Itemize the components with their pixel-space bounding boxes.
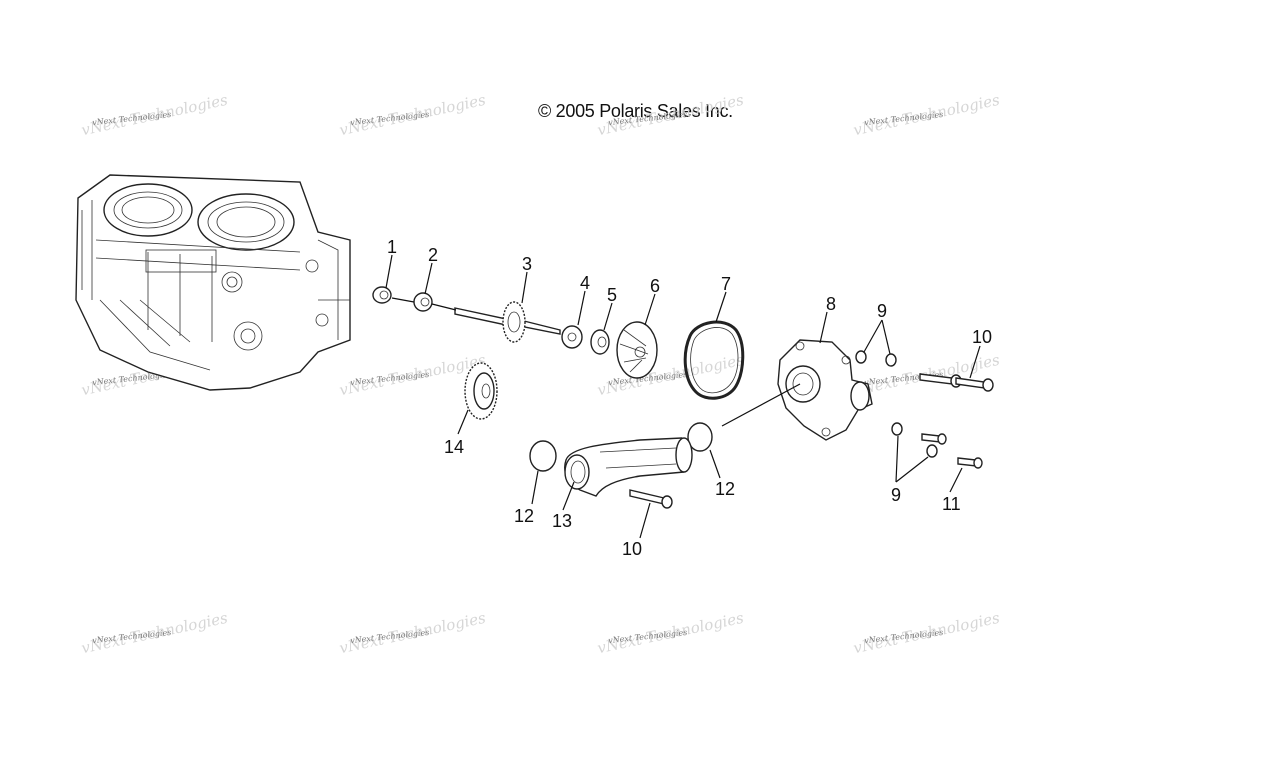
- part-5-seal: [590, 329, 610, 355]
- part-2-bearing: [413, 292, 433, 312]
- callout-6: 6: [650, 276, 660, 296]
- callout-7: 7: [721, 274, 731, 294]
- part-9-washers-lower: [891, 422, 938, 458]
- part-14-gear: [464, 362, 498, 420]
- engine-block: [75, 174, 351, 391]
- callout-9-upper: 9: [877, 301, 887, 321]
- callout-12-left: 12: [514, 506, 534, 526]
- copyright-notice: © 2005 Polaris Sales Inc.: [538, 101, 733, 121]
- callout-1: 1: [387, 237, 397, 257]
- part-6-impeller: [616, 321, 658, 379]
- callout-2: 2: [428, 245, 438, 265]
- callout-3: 3: [522, 254, 532, 274]
- part-10-bolt-lower: [629, 489, 673, 509]
- part-8-pump-cover: [777, 339, 873, 441]
- callout-11: 11: [942, 494, 961, 514]
- part-9-washers-upper: [855, 350, 897, 367]
- part-13-elbow-hose: [564, 437, 693, 497]
- part-4-washer: [561, 325, 583, 349]
- callout-10-lower: 10: [622, 539, 642, 559]
- callout-5: 5: [607, 285, 617, 305]
- callout-8: 8: [826, 294, 836, 314]
- part-10-bolts-upper: [919, 373, 994, 392]
- part-1-bushing: [372, 286, 392, 304]
- callout-14: 14: [444, 437, 464, 457]
- leader-lines: [385, 254, 981, 539]
- callout-9-lower: 9: [891, 485, 901, 505]
- callout-13: 13: [552, 511, 572, 531]
- callout-12-right: 12: [715, 479, 735, 499]
- part-11-bolts: [921, 433, 983, 469]
- callout-10-upper: 10: [972, 327, 992, 347]
- part-3-pump-shaft: [454, 301, 561, 343]
- callout-4: 4: [580, 273, 590, 293]
- part-7-gasket: [683, 320, 745, 400]
- callout-labels: 1 2 3 4 5 6 7 8 9 10 14 12 9 11 12 13 10: [387, 237, 992, 559]
- part-12-o-rings: [529, 422, 713, 472]
